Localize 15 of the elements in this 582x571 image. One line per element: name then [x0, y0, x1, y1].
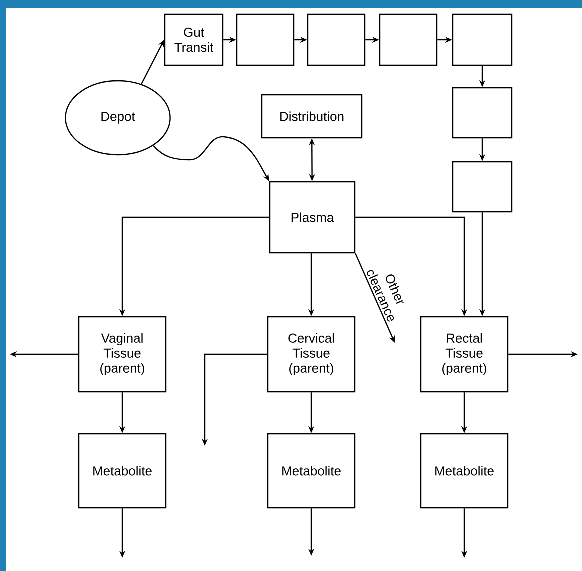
process-box: Vaginal Tissue (parent)	[78, 316, 167, 393]
process-box: Distribution	[261, 94, 363, 139]
process-box: Metabolite	[78, 433, 167, 509]
process-box: Gut Transit	[164, 14, 224, 66]
empty-box	[452, 161, 513, 213]
empty-box	[307, 14, 366, 66]
empty-box	[452, 14, 513, 66]
empty-box	[452, 87, 513, 139]
empty-box	[379, 14, 438, 66]
process-box: Metabolite	[267, 433, 356, 509]
empty-box	[236, 14, 295, 66]
process-box: Plasma	[269, 181, 356, 254]
process-box: Cervical Tissue (parent)	[267, 316, 356, 393]
process-box: Rectal Tissue (parent)	[420, 316, 509, 393]
process-box: Metabolite	[420, 433, 509, 509]
